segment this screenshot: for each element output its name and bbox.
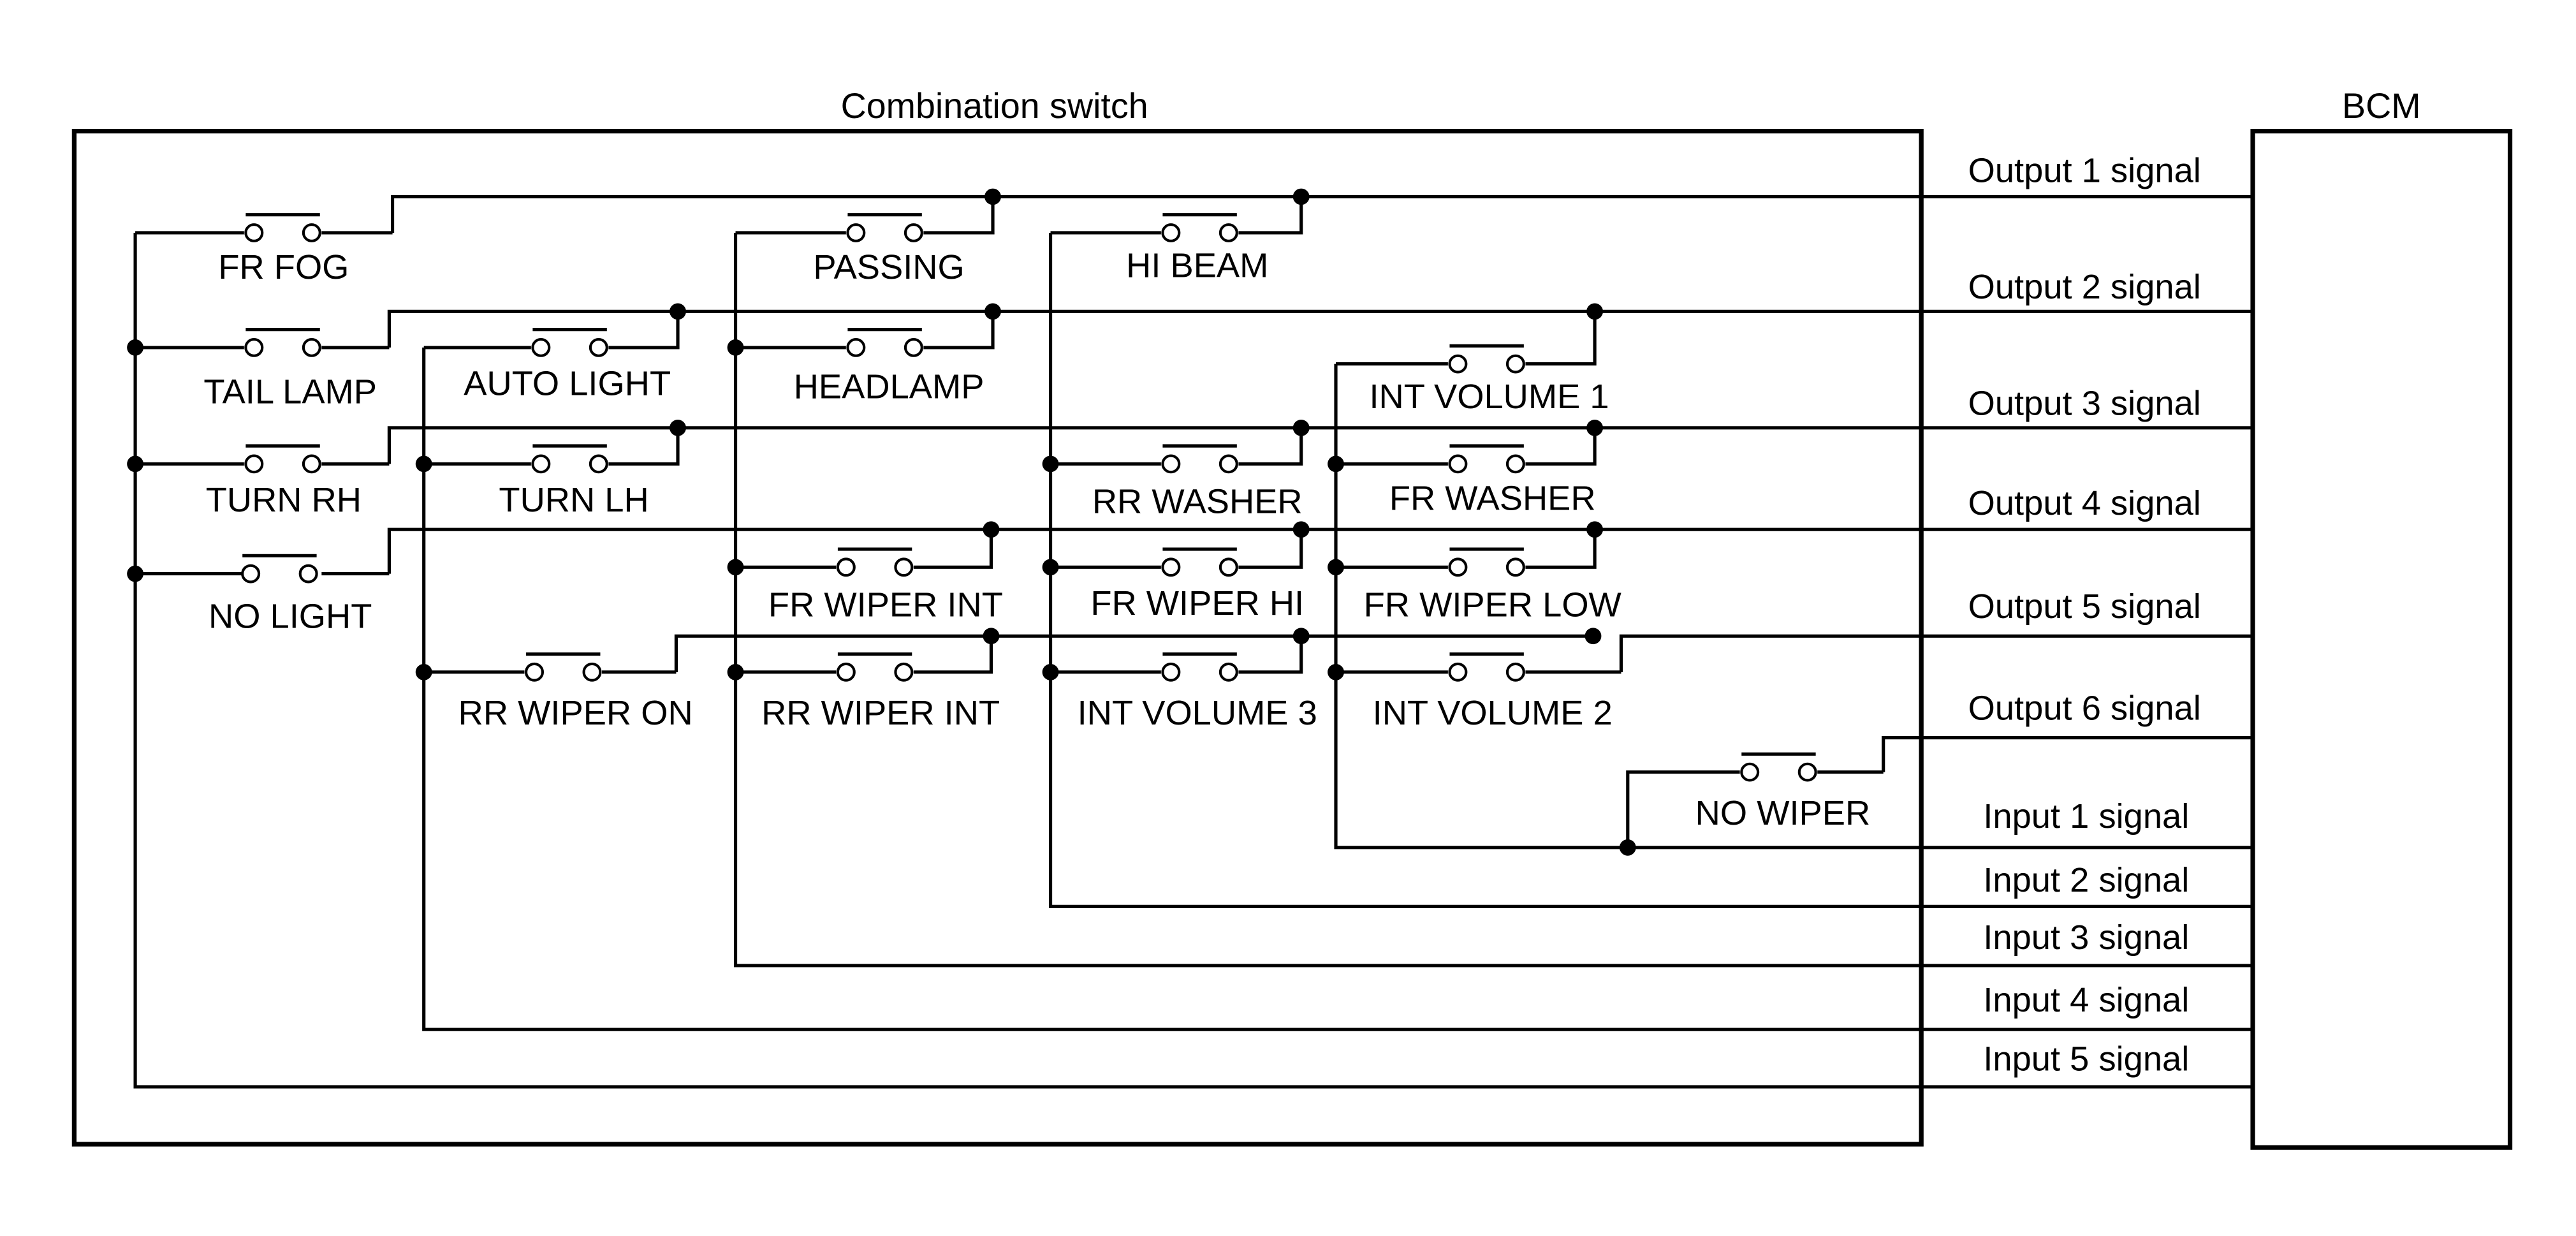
signal-label: Output 6 signal <box>1968 689 2201 728</box>
switch-label: TURN RH <box>206 481 362 519</box>
junction-dots <box>127 188 1636 856</box>
output-1-line <box>390 195 2253 233</box>
output-2-line <box>387 309 2253 348</box>
switch-label: FR WASHER <box>1389 480 1596 518</box>
switch-int-volume-2-symbol <box>1448 652 1525 682</box>
signal-label: Output 1 signal <box>1968 151 2201 189</box>
signal-label: Input 4 signal <box>1983 981 2189 1019</box>
signal-label: Output 3 signal <box>1968 384 2201 422</box>
switch-label: RR WIPER ON <box>458 694 693 732</box>
output-5-line-right <box>1619 634 2253 672</box>
switch-tail-lamp-symbol <box>244 328 321 357</box>
switch-no-light-symbol <box>241 554 318 584</box>
switch-turn-rh-symbol <box>244 444 321 474</box>
switch-auto-light-symbol <box>531 328 608 357</box>
input-3-line <box>733 232 2253 967</box>
switch-fr-washer-symbol <box>1448 444 1525 474</box>
switch-symbols <box>241 213 1817 782</box>
output-6-line <box>1882 736 2253 772</box>
wires <box>133 195 2253 1089</box>
switch-label: FR FOG <box>218 248 349 286</box>
signal-label: Output 5 signal <box>1968 587 2201 626</box>
switch-label: HEADLAMP <box>794 368 984 406</box>
switch-no-wiper-symbol <box>1740 752 1817 782</box>
switch-label: TURN LH <box>499 481 648 519</box>
switch-label: NO WIPER <box>1695 794 1870 832</box>
switch-label: INT VOLUME 1 <box>1369 378 1609 416</box>
switch-label: HI BEAM <box>1126 247 1268 285</box>
switch-label: FR WIPER HI <box>1090 584 1304 622</box>
switch-label: PASSING <box>813 248 964 286</box>
combination-switch-title: Combination switch <box>841 86 1148 126</box>
switch-headlamp-symbol <box>846 328 923 357</box>
switch-label: TAIL LAMP <box>203 372 377 411</box>
signal-label: Input 2 signal <box>1983 861 2189 899</box>
switch-fr-wiper-low-symbol <box>1448 547 1525 577</box>
bcm-title: BCM <box>2342 86 2421 126</box>
switch-int-volume-3-symbol <box>1161 652 1238 682</box>
switch-rr-wiper-int-symbol <box>836 652 914 682</box>
signal-label: Input 3 signal <box>1983 918 2189 957</box>
switch-passing-symbol <box>846 213 923 242</box>
switch-rr-wiper-on-symbol <box>525 652 602 682</box>
output-4-line <box>387 527 2253 574</box>
bcm-box <box>2250 129 2513 1150</box>
signal-label: Output 4 signal <box>1968 484 2201 522</box>
switch-labels: FR FOG TAIL LAMP TURN RH NO LIGHT AUTO L… <box>203 247 1870 832</box>
signal-label: Input 5 signal <box>1983 1040 2189 1078</box>
input-1-line <box>1334 364 2253 850</box>
switch-fr-fog-symbol <box>244 213 321 242</box>
output-5-line <box>674 634 1593 672</box>
switch-label: INT VOLUME 2 <box>1373 694 1613 732</box>
switch-turn-lh-symbol <box>531 444 608 474</box>
switch-label: RR WIPER INT <box>761 694 1000 732</box>
switch-fr-wiper-hi-symbol <box>1161 547 1238 577</box>
output-3-line <box>387 426 2253 464</box>
input-5-line <box>133 232 2253 1089</box>
switch-int-volume-1-symbol <box>1448 344 1525 374</box>
switch-label: FR WIPER LOW <box>1364 586 1621 624</box>
switch-rr-washer-symbol <box>1161 444 1238 474</box>
signal-label: Output 2 signal <box>1968 268 2201 306</box>
switch-label: FR WIPER INT <box>768 586 1003 624</box>
switch-fr-wiper-int-symbol <box>836 547 914 577</box>
input-4-line <box>422 347 2253 1031</box>
signal-labels: Output 1 signal Output 2 signal Output 3… <box>1968 151 2201 1078</box>
switch-label: RR WASHER <box>1092 483 1303 521</box>
signal-label: Input 1 signal <box>1983 797 2189 835</box>
switch-label: NO LIGHT <box>209 598 372 636</box>
switch-label: AUTO LIGHT <box>464 365 671 403</box>
switch-hi-beam-symbol <box>1161 213 1238 242</box>
switch-label: INT VOLUME 3 <box>1078 694 1317 732</box>
